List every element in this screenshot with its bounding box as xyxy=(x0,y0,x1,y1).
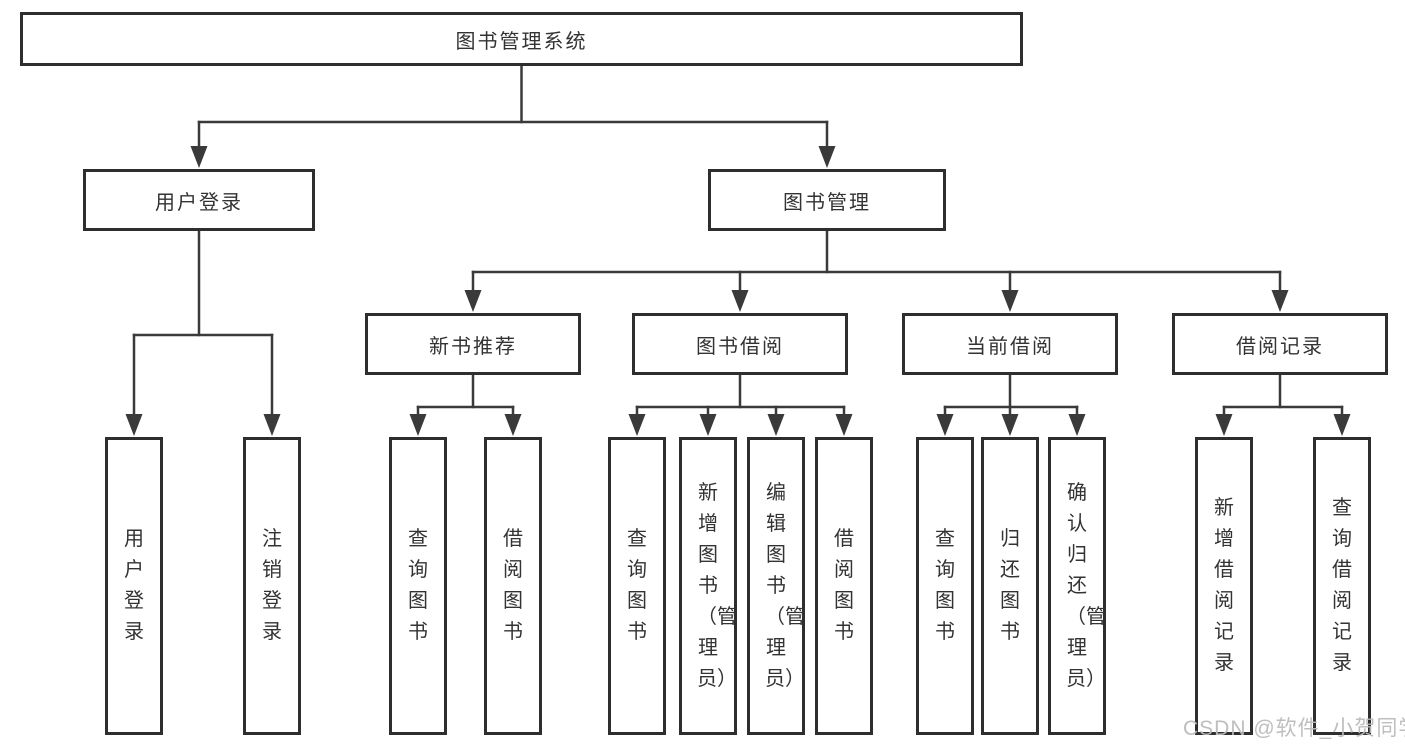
node-borrow-records-label: 借阅记录 xyxy=(1236,335,1324,358)
node-user-login-label: 用户登录 xyxy=(155,191,243,214)
leaf-user-login: 用户登录 xyxy=(105,437,163,735)
leaf-cb-query-books-label: 查询图书 xyxy=(935,528,955,643)
node-user-login: 用户登录 xyxy=(83,169,315,231)
node-book-mgmt-label: 图书管理 xyxy=(783,191,871,214)
arrowheads xyxy=(125,146,1351,436)
node-borrow-records: 借阅记录 xyxy=(1172,313,1388,375)
connector-user-login-to-leaves xyxy=(132,229,274,420)
node-current-borrow-label: 当前借阅 xyxy=(966,335,1054,358)
leaf-rec-borrow-books: 借阅图书 xyxy=(484,437,542,735)
leaf-cb-return-books: 归还图书 xyxy=(981,437,1039,735)
leaf-br-add-record: 新增借阅记录 xyxy=(1195,437,1253,735)
leaf-bb-edit-books: 编辑图书（管理员） xyxy=(747,437,805,735)
node-book-borrow: 图书借阅 xyxy=(632,313,848,375)
leaf-cb-return-books-label: 归还图书 xyxy=(1000,528,1020,643)
leaf-br-query-record-label: 查询借阅记录 xyxy=(1332,497,1352,674)
node-book-mgmt: 图书管理 xyxy=(708,169,946,231)
leaf-logout: 注销登录 xyxy=(243,437,301,735)
leaf-rec-borrow-books-label: 借阅图书 xyxy=(503,528,523,643)
node-root-label: 图书管理系统 xyxy=(455,30,588,53)
connector-book-mgmt-to-level3 xyxy=(471,229,1282,296)
node-current-borrow: 当前借阅 xyxy=(902,313,1118,375)
connector-new-book-rec-to-leaves xyxy=(416,373,515,420)
connector-book-borrow-to-leaves xyxy=(635,373,846,420)
connector-current-borrow-to-leaves xyxy=(943,373,1079,420)
leaf-bb-borrow-books-label: 借阅图书 xyxy=(834,528,854,643)
leaf-cb-confirm-return-label: 确认归还（管理员） xyxy=(1066,481,1106,690)
node-new-book-rec-label: 新书推荐 xyxy=(429,335,517,358)
connector-borrow-records-to-leaves xyxy=(1222,373,1344,420)
leaf-bb-query-books: 查询图书 xyxy=(608,437,666,735)
node-new-book-rec: 新书推荐 xyxy=(365,313,581,375)
node-book-borrow-label: 图书借阅 xyxy=(696,335,784,358)
leaf-rec-query-books: 查询图书 xyxy=(389,437,447,735)
leaf-bb-edit-books-label: 编辑图书（管理员） xyxy=(765,481,805,690)
leaf-br-add-record-label: 新增借阅记录 xyxy=(1214,497,1234,674)
leaf-bb-add-books-label: 新增图书（管理员） xyxy=(697,481,737,690)
node-root: 图书管理系统 xyxy=(20,12,1023,66)
leaf-bb-query-books-label: 查询图书 xyxy=(627,528,647,643)
leaf-rec-query-books-label: 查询图书 xyxy=(408,528,428,643)
leaf-bb-add-books: 新增图书（管理员） xyxy=(679,437,737,735)
leaf-logout-label: 注销登录 xyxy=(262,528,282,643)
leaf-br-query-record: 查询借阅记录 xyxy=(1313,437,1371,735)
leaf-user-login-label: 用户登录 xyxy=(124,528,144,643)
leaf-bb-borrow-books: 借阅图书 xyxy=(815,437,873,735)
csdn-watermark: CSDN @软件_小贺同学 xyxy=(1183,717,1405,740)
connector-root-to-level2 xyxy=(197,64,829,152)
leaf-cb-query-books: 查询图书 xyxy=(916,437,974,735)
leaf-cb-confirm-return: 确认归还（管理员） xyxy=(1048,437,1106,735)
